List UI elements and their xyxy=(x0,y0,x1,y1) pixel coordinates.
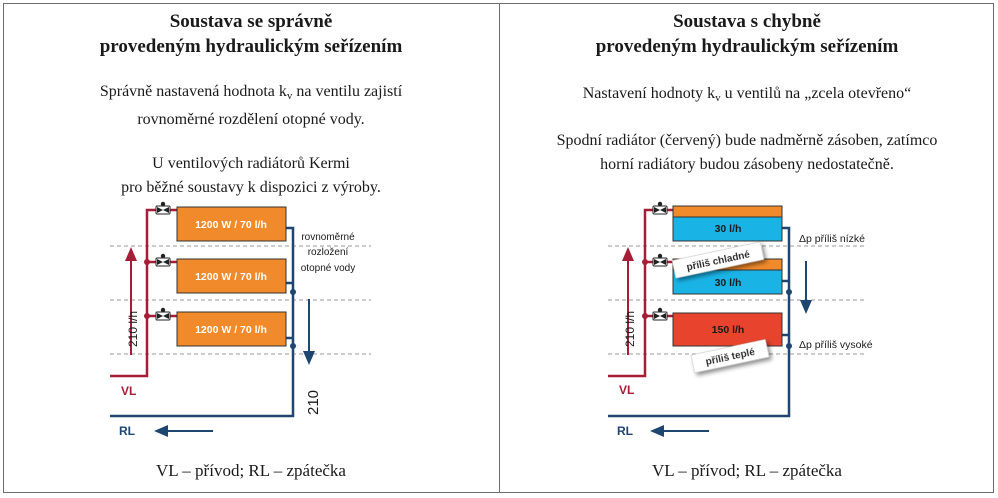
arrow-down-icon xyxy=(303,351,315,365)
info-text: Spodní radiátor (červený) bude nadměrně … xyxy=(556,132,938,173)
junction xyxy=(786,343,792,349)
legend-footer: VL – přívod; RL – zpátečka xyxy=(156,461,346,480)
valve-icon xyxy=(652,307,668,321)
arrow-left-icon xyxy=(154,425,168,437)
radiator xyxy=(176,311,287,347)
panel-title: Soustava s chybně provedeným hydraulický… xyxy=(595,11,899,57)
dp-low-label: Δp příliš nízké xyxy=(799,233,865,245)
radiator xyxy=(176,258,287,294)
radiator-label: 30 l/h xyxy=(715,277,742,289)
vl-label: VL xyxy=(121,384,136,398)
radiator xyxy=(176,206,287,242)
junction xyxy=(642,259,648,265)
flow-down-label: 210 xyxy=(305,390,322,415)
junction xyxy=(144,259,150,265)
intro-text: Správně nastavená hodnota kv na ventilu … xyxy=(99,83,403,128)
valve-icon xyxy=(155,253,171,267)
valve-icon xyxy=(652,253,668,267)
arrow-up-icon xyxy=(622,247,634,261)
dp-high-label: Δp příliš vysoké xyxy=(799,339,873,351)
arrow-down-icon xyxy=(800,300,812,314)
arrow-up-icon xyxy=(125,247,137,261)
supply-pipe xyxy=(110,208,177,378)
radiator-label: 1200 W / 70 l/h xyxy=(195,271,267,283)
valve-icon xyxy=(155,201,171,215)
info-text: U ventilových radiátorů Kermi pro běžné … xyxy=(121,155,381,196)
correct-system-diagram: 1200 W / 70 l/h 1200 W / 70 l/h 1200 W /… xyxy=(110,201,371,438)
return-pipe xyxy=(608,226,791,418)
annotation-text: rozložení xyxy=(308,247,349,258)
rl-label: RL xyxy=(617,424,633,438)
annotation-text: rovnoměrné xyxy=(301,232,355,243)
vl-label: VL xyxy=(619,383,634,397)
legend-footer: VL – přívod; RL – zpátečka xyxy=(652,461,842,480)
junction xyxy=(290,289,296,295)
junction xyxy=(144,313,150,319)
flow-up-label: 210 l/h xyxy=(623,311,637,347)
valve-icon xyxy=(155,307,171,321)
incorrect-system-diagram: 30 l/h 30 l/h 150 l/h příliš chladné pří… xyxy=(608,201,873,438)
flow-up-label: 210 l/h xyxy=(126,311,140,347)
junction xyxy=(642,313,648,319)
panel-correct-balancing: Soustava se správně provedeným hydraulic… xyxy=(3,3,499,493)
rl-label: RL xyxy=(119,424,135,438)
junction xyxy=(786,289,792,295)
valve-icon xyxy=(652,201,668,215)
radiator-label: 1200 W / 70 l/h xyxy=(195,219,267,231)
radiator-label: 150 l/h xyxy=(712,324,745,336)
panel-incorrect-balancing: Soustava s chybně provedeným hydraulický… xyxy=(499,3,994,493)
panel-title: Soustava se správně provedeným hydraulic… xyxy=(99,11,403,57)
annotation-text: otopné vody xyxy=(301,263,356,274)
radiator-label: 1200 W / 70 l/h xyxy=(195,324,267,336)
radiator-label: 30 l/h xyxy=(715,223,742,235)
diagram-frame xyxy=(3,3,994,493)
supply-pipe xyxy=(608,208,673,378)
junction xyxy=(290,343,296,349)
return-pipe xyxy=(110,226,295,418)
intro-text: Nastavení hodnoty kv u ventilů na „zcela… xyxy=(582,85,912,104)
arrow-left-icon xyxy=(650,425,664,437)
